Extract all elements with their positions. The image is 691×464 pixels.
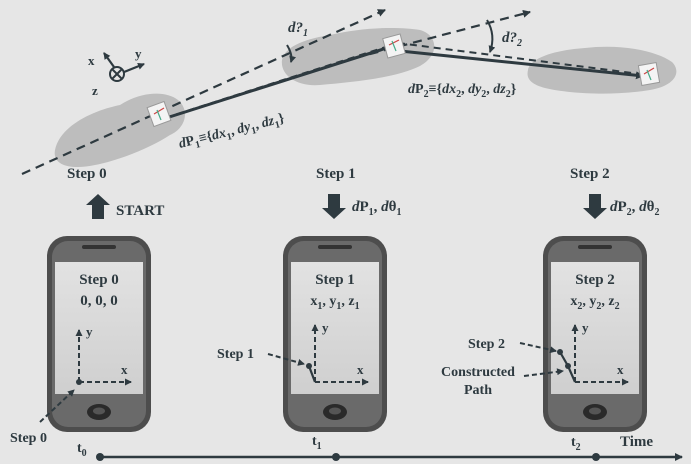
time-label-0: t0 xyxy=(77,441,87,459)
pose-marker-1 xyxy=(382,33,406,59)
constructed-path-label-line1: Constructed xyxy=(441,365,515,380)
constructed-path-label-line2: Path xyxy=(464,383,492,398)
screen-2-axis-x: x xyxy=(617,362,624,377)
phone-1 xyxy=(283,236,387,432)
callout-step-1: Step 1 xyxy=(217,347,254,362)
screen-1-axis-x: x xyxy=(357,362,364,377)
step-2-label: Step 2 xyxy=(570,166,610,182)
angle-arc-2 xyxy=(486,19,496,53)
timeline-label: Time xyxy=(620,434,653,450)
start-arrow-icon xyxy=(86,194,110,219)
uncertainty-cloud-2 xyxy=(527,46,677,94)
screen-0-title: Step 0 xyxy=(79,272,119,288)
screen-2-title: Step 2 xyxy=(575,272,615,288)
point-step-2a xyxy=(565,363,571,369)
step-2-column: Step 2 dP2, dθ2 Step 2 x2, y2, z2 y x St… xyxy=(441,166,659,453)
path-segment-1 xyxy=(162,44,394,121)
axis-label-x: x xyxy=(88,53,95,68)
axis-label-z: z xyxy=(92,83,98,98)
timeline-tick-2 xyxy=(592,453,600,461)
angle-label-2: d?2 xyxy=(502,30,522,49)
point-step-2b xyxy=(557,349,563,355)
screen-1-axis-y: y xyxy=(322,320,329,335)
step-0-column: Step 0 START Step 0 0, 0, 0 y x Step 0 t… xyxy=(10,166,164,459)
start-label: START xyxy=(116,203,164,219)
point-step-1 xyxy=(306,363,312,369)
pose-marker-2 xyxy=(637,62,661,86)
angle-arc-1 xyxy=(286,44,297,63)
step-1-label: Step 1 xyxy=(316,166,356,182)
displacement-label-1: dP1≡{dx1, dy1, dz1} xyxy=(177,111,287,155)
screen-0-coords: 0, 0, 0 xyxy=(80,293,118,309)
step-2-inputs: dP2, dθ2 xyxy=(610,199,660,218)
timeline-tick-1 xyxy=(332,453,340,461)
screen-1-title: Step 1 xyxy=(315,272,355,288)
timeline-tick-0 xyxy=(96,453,104,461)
input-arrow-1-icon xyxy=(322,194,346,219)
axis-label-y: y xyxy=(135,46,142,61)
heading-line-0 xyxy=(21,8,386,176)
screen-0-axis-x: x xyxy=(121,362,128,377)
step-1-inputs: dP1, dθ1 xyxy=(352,199,402,218)
callout-step-0: Step 0 xyxy=(10,431,47,446)
input-arrow-2-icon xyxy=(583,194,607,219)
screen-2-coords: x2, y2, z2 xyxy=(570,294,619,312)
time-label-1: t1 xyxy=(312,434,322,452)
phone-1-screen xyxy=(291,262,379,394)
time-label-2: t2 xyxy=(571,435,581,453)
phone-0-screen xyxy=(55,262,143,394)
phone-2 xyxy=(543,236,647,432)
callout-step-2: Step 2 xyxy=(468,337,505,352)
step-0-label: Step 0 xyxy=(67,166,107,182)
trajectory-scene: x y z d?1 d?2 dP1≡{dx1, dy1, dz1} dP2≡{d… xyxy=(21,8,677,176)
angle-label-1: d?1 xyxy=(288,20,308,39)
timeline: Time xyxy=(96,434,683,461)
screen-0-axis-y: y xyxy=(86,324,93,339)
path-segment-2 xyxy=(399,49,644,80)
step-1-column: Step 1 dP1, dθ1 Step 1 x1, y1, z1 y x St… xyxy=(217,166,402,452)
phone-0 xyxy=(47,236,151,432)
origin-point-0 xyxy=(76,379,82,385)
phone-2-screen xyxy=(551,262,639,394)
screen-1-coords: x1, y1, z1 xyxy=(310,294,359,312)
displacement-label-2: dP2≡{dx2, dy2, dz2} xyxy=(408,82,517,100)
pose-marker-0 xyxy=(146,100,172,128)
screen-2-axis-y: y xyxy=(582,320,589,335)
heading-guide-2 xyxy=(397,42,649,76)
body-axes-icon xyxy=(103,52,145,82)
